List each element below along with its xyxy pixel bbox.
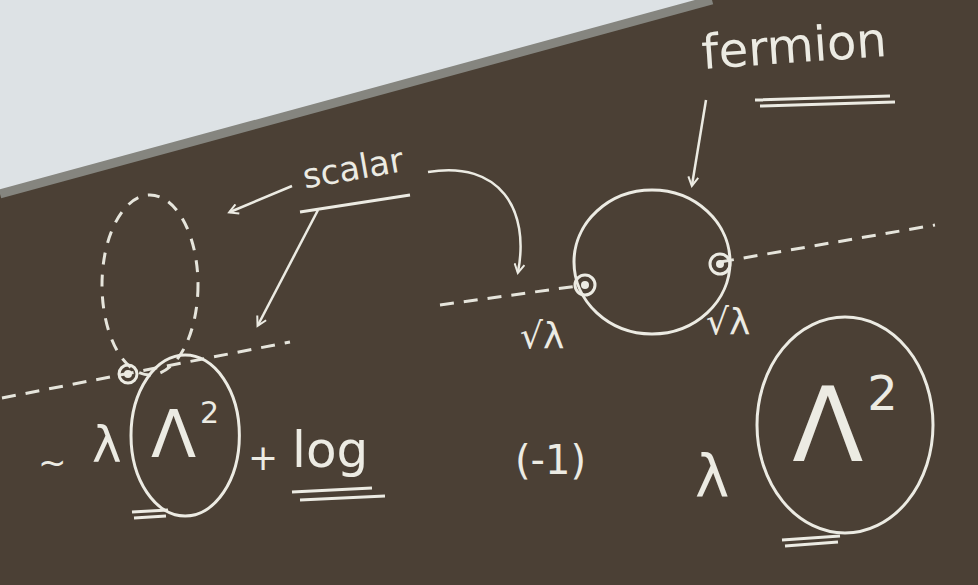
board-frame xyxy=(0,0,712,194)
plus-sign: + xyxy=(248,440,278,476)
leader-arrow xyxy=(258,210,318,325)
scalar-line xyxy=(720,225,935,262)
circled-term: Λ2 xyxy=(129,353,241,518)
fermion-label: fermion xyxy=(700,15,888,76)
underline xyxy=(755,96,895,106)
underline xyxy=(300,195,410,212)
tilde: ~ xyxy=(38,445,67,479)
scalar-label: scalar xyxy=(300,142,406,193)
sign-factor: (-1) xyxy=(515,440,586,480)
vertex xyxy=(124,370,132,378)
exponent: 2 xyxy=(200,398,219,428)
vertex xyxy=(716,260,724,268)
scalar-line xyxy=(440,285,585,305)
vertex xyxy=(710,254,730,274)
scalar-loop xyxy=(102,195,198,375)
exponent: 2 xyxy=(867,369,898,417)
vertex xyxy=(575,275,595,295)
vertex-factor: √λ xyxy=(520,318,564,354)
circled-term: Λ2 xyxy=(755,315,935,535)
cutoff-symbol: Λ xyxy=(792,373,863,477)
coupling: λ xyxy=(695,448,729,506)
underline xyxy=(132,510,168,518)
vertex-factor: √λ xyxy=(706,304,750,340)
scalar-line xyxy=(2,342,290,398)
underline xyxy=(292,488,385,500)
vertex xyxy=(581,281,589,289)
leader-arrow xyxy=(230,186,292,212)
log-term: log xyxy=(292,425,368,475)
leader-arrow xyxy=(428,170,521,272)
cutoff-symbol: Λ xyxy=(151,402,196,468)
leader-arrow xyxy=(692,100,706,185)
underline xyxy=(782,536,840,546)
coupling: λ xyxy=(92,420,122,470)
vertex xyxy=(119,365,137,383)
